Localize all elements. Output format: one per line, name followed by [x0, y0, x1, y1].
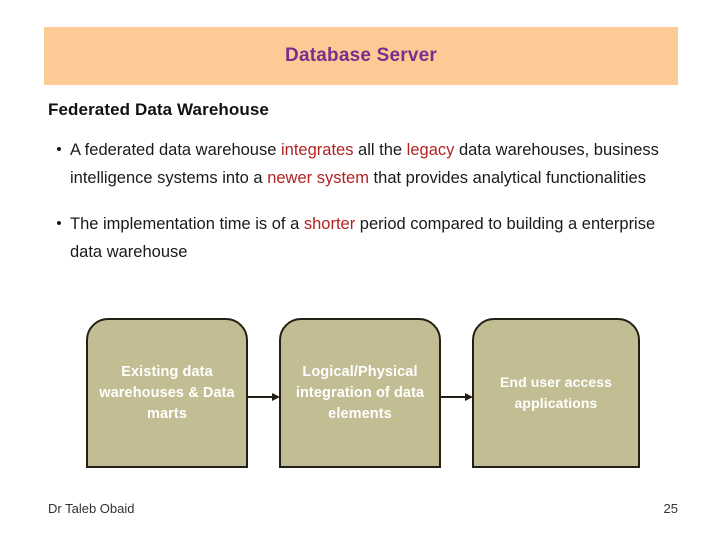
bullet1-seg-4: data warehouses, business intelligence s… — [70, 141, 659, 187]
process-box-existing-data-warehouses: Existing data warehouses & Data marts — [86, 318, 248, 468]
arrow-right-icon — [440, 393, 473, 401]
bullet-item-1: • A federated data warehouse integrates … — [48, 136, 678, 192]
bullet1-seg-0: A federated data warehouse — [70, 141, 281, 159]
bullet1-seg-6: that provides analytical functionalities — [368, 169, 646, 187]
slide-content: Federated Data Warehouse • A federated d… — [48, 100, 678, 284]
page-title: Database Server — [285, 45, 437, 66]
process-box-label: Logical/Physical integration of data ele… — [295, 363, 425, 422]
bullet1-seg-5-highlight: newer system — [267, 169, 369, 187]
footer-page-number: 25 — [663, 501, 678, 516]
arrow-box1-to-box2 — [247, 392, 280, 402]
process-box-end-user-access-applications: End user access applications — [472, 318, 640, 468]
bullet1-seg-3-highlight: legacy — [406, 141, 455, 159]
bullet1-seg-2: all the — [353, 141, 407, 159]
arrow-right-icon — [247, 393, 280, 401]
process-flow-diagram: Existing data warehouses & Data marts Lo… — [86, 318, 654, 474]
process-box-label: End user access applications — [499, 374, 612, 411]
bullet-marker-icon: • — [56, 141, 62, 158]
arrow-box2-to-box3 — [440, 392, 473, 402]
bullet1-seg-1-highlight: integrates — [281, 141, 354, 159]
section-heading: Federated Data Warehouse — [48, 100, 269, 119]
process-box-label: Existing data warehouses & Data marts — [99, 363, 235, 422]
bullet2-seg-0: The implementation time is of a — [70, 215, 304, 233]
bullet-text-2: The implementation time is of a shorter … — [70, 210, 670, 266]
slide-title-banner: Database Server — [44, 27, 678, 85]
bullet-item-2: • The implementation time is of a shorte… — [48, 210, 678, 266]
bullet2-seg-1-highlight: shorter — [303, 215, 356, 233]
bullet-marker-icon: • — [56, 215, 62, 232]
bullet-text-1: A federated data warehouse integrates al… — [70, 136, 670, 192]
footer-author: Dr Taleb Obaid — [48, 501, 135, 516]
bullet2-seg-2: period compared to building a enterprise… — [70, 215, 656, 261]
process-box-logical-physical-integration: Logical/Physical integration of data ele… — [279, 318, 441, 468]
